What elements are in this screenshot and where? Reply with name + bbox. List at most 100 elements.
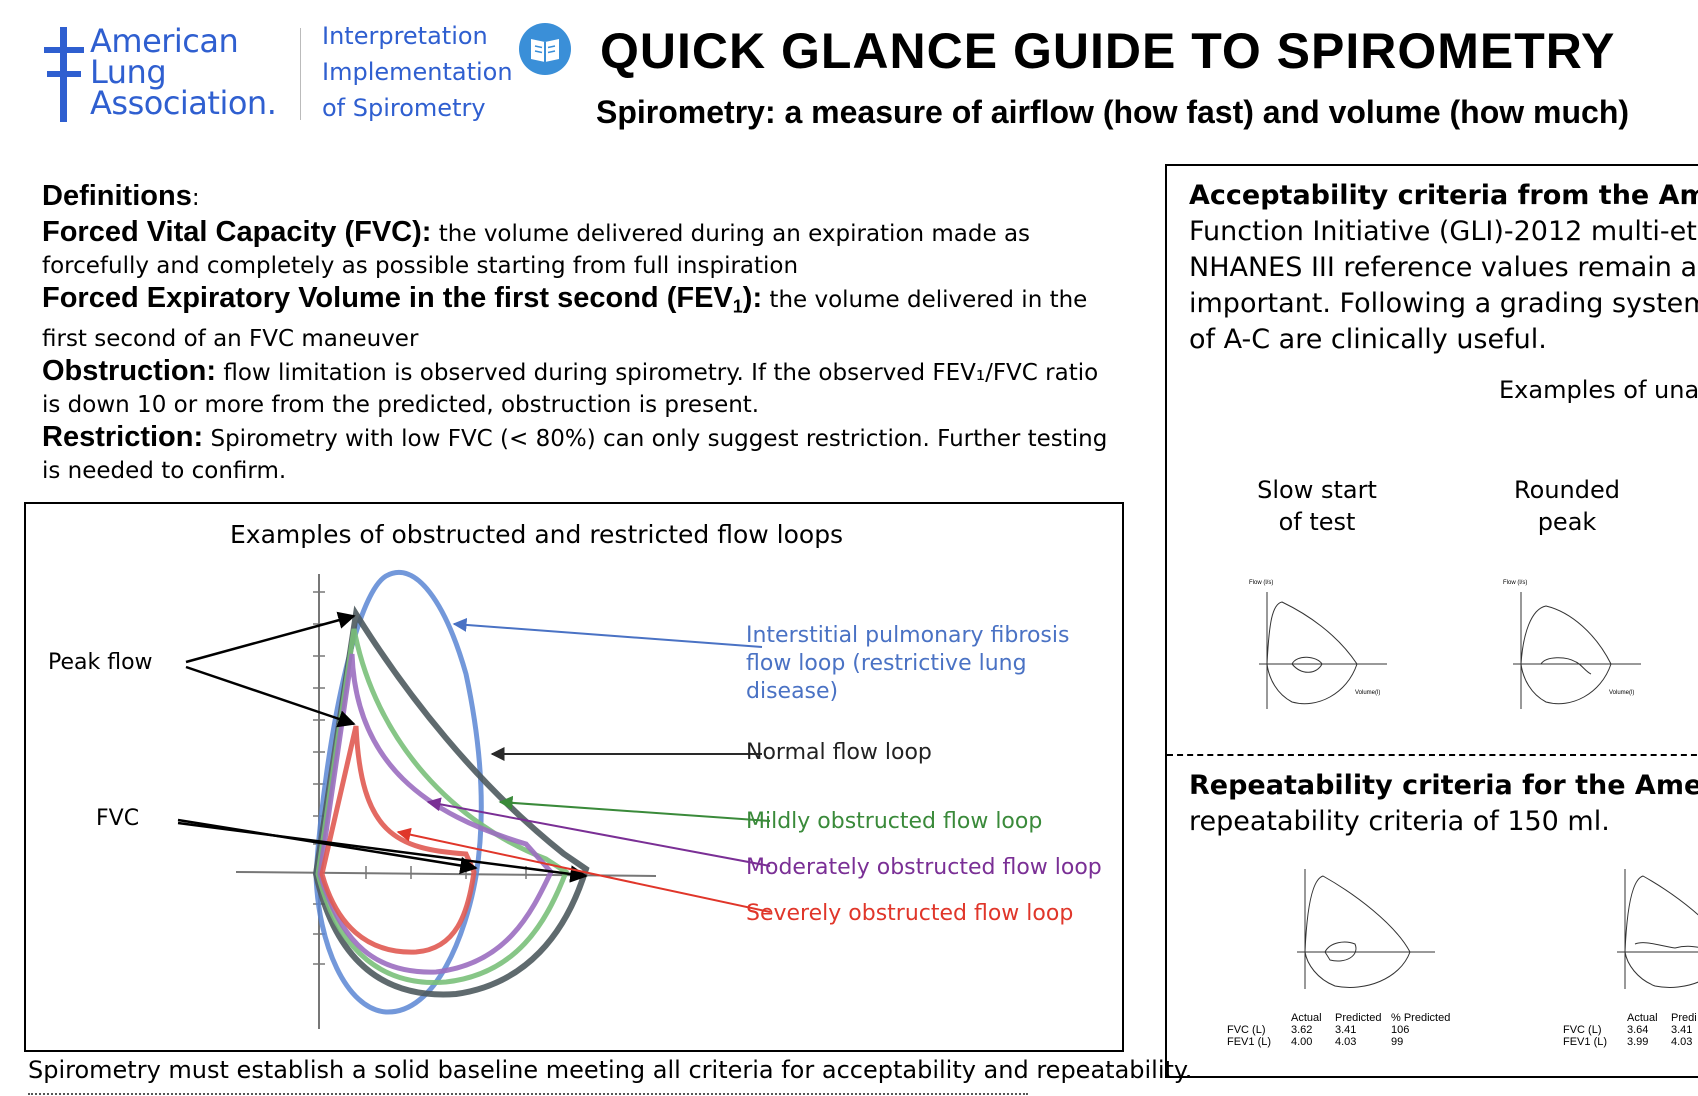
- moderate-obstruction-loop: [317, 653, 554, 975]
- severe-obstruction-loop: [319, 725, 477, 955]
- t2-fvc-actual: 3.64: [1627, 1024, 1649, 1036]
- obstruction-term: Obstruction: [42, 354, 207, 387]
- definitions-heading: Definitions: [42, 180, 192, 212]
- rounded-peak-flow-label: Flow (l/s): [1503, 580, 1528, 586]
- slow-start-flow-label: Flow (l/s): [1249, 580, 1274, 586]
- acceptability-line2: Function Initiative (GLI)-2012 multi-eth…: [1189, 216, 1698, 247]
- slow-start-line2: of test: [1278, 508, 1356, 536]
- definitions-section: Definitions: Forced Vital Capacity (FVC)…: [42, 178, 1122, 487]
- criteria-panel: Acceptability criteria from the Americ F…: [1165, 164, 1698, 1078]
- legend-restrictive-line1: Interstitial pulmonary fibrosis: [746, 623, 1070, 648]
- legend-restrictive-line3: disease): [746, 679, 839, 704]
- t1-row-fev1-label: FEV1 (L): [1227, 1036, 1272, 1048]
- acceptability-text: Acceptability criteria from the Americ F…: [1189, 178, 1698, 358]
- slow-start-graph: [1259, 592, 1387, 709]
- t1-fev1-actual: 4.00: [1291, 1036, 1313, 1048]
- rounded-peak-volume-label: Volume(l): [1609, 690, 1635, 696]
- program-name: Interpretation Implementation of Spirome…: [322, 18, 513, 126]
- t1-header-pct: % Predicted: [1391, 1012, 1451, 1024]
- acceptability-line3: NHANES III reference values remain appr: [1189, 252, 1698, 283]
- fvc-arrow-1: [177, 818, 478, 875]
- repeatability-text: Repeatability criteria for the American …: [1189, 768, 1698, 840]
- slow-start-label: Slow start of test: [1247, 474, 1387, 538]
- peak-flow-label: Peak flow: [48, 650, 153, 675]
- fvc-term: Forced Vital Capacity (FVC): [42, 216, 422, 248]
- rounded-peak-line2: peak: [1537, 508, 1597, 536]
- repeatability-table-2: Actual Predi FVC (L) 3.64 3.41 FEV1 (L) …: [1563, 1012, 1698, 1048]
- legend-restrictive: Interstitial pulmonary fibrosis flow loo…: [746, 622, 1069, 706]
- t2-header-actual: Actual: [1627, 1012, 1658, 1024]
- t1-fvc-pct: 106: [1391, 1024, 1410, 1036]
- t2-header-predicted: Predi: [1671, 1012, 1697, 1024]
- t1-header-actual: Actual: [1291, 1012, 1322, 1024]
- ala-logo: American Lung Association.: [40, 22, 300, 122]
- repeatability-line2: repeatability criteria of 150 ml.: [1189, 806, 1610, 837]
- peak-flow-arrow-1: [185, 611, 356, 664]
- flow-loops-panel: Examples of obstructed and restricted fl…: [24, 502, 1124, 1052]
- legend-normal: Normal flow loop: [746, 740, 932, 765]
- definitions-colon: :: [191, 185, 200, 211]
- flow-loops-title: Examples of obstructed and restricted fl…: [230, 520, 844, 549]
- t1-row-fvc-label: FVC (L): [1227, 1024, 1266, 1036]
- program-line3: of Spirometry: [322, 94, 486, 122]
- t2-fev1-actual: 3.99: [1627, 1036, 1649, 1048]
- repeatability-graph-2: [1617, 869, 1698, 989]
- restriction-definition: Spirometry with low FVC (< 80%) can only…: [42, 425, 1108, 484]
- legend-severe: Severely obstructed flow loop: [746, 901, 1074, 926]
- fev1-term: Forced Expiratory Volume in the first se…: [42, 282, 733, 314]
- fev1-close: ):: [742, 282, 763, 314]
- program-line1: Interpretation: [322, 22, 488, 50]
- moderate-pointer: [426, 797, 771, 867]
- severe-pointer: [396, 827, 771, 913]
- header-divider: [300, 28, 301, 120]
- book-icon: [519, 23, 571, 75]
- t1-fvc-actual: 3.62: [1291, 1024, 1313, 1036]
- restrictive-loop: [313, 569, 484, 1015]
- footer-cut-line: [28, 1088, 1118, 1096]
- t2-row-fvc-label: FVC (L): [1563, 1024, 1602, 1036]
- fvc-label: FVC: [96, 806, 140, 831]
- section-divider: [1167, 754, 1698, 756]
- t2-fvc-predicted: 3.41: [1671, 1024, 1693, 1036]
- fvc-colon: :: [421, 216, 432, 248]
- mild-obstruction-loop: [315, 628, 570, 985]
- page-title: QUICK GLANCE GUIDE TO SPIROMETRY: [600, 23, 1616, 79]
- normal-loop: [312, 605, 590, 998]
- t2-row-fev1-label: FEV1 (L): [1563, 1036, 1608, 1048]
- rounded-peak-graph: [1513, 592, 1641, 709]
- baseline-note: Spirometry must establish a solid baseli…: [28, 1056, 1193, 1084]
- t2-fev1-predicted: 4.03: [1671, 1036, 1693, 1048]
- t1-fev1-predicted: 4.03: [1335, 1036, 1357, 1048]
- org-name-line3: Association.: [90, 84, 277, 122]
- fev1-subscript: 1: [732, 296, 743, 317]
- program-line2: Implementation: [322, 58, 513, 86]
- legend-restrictive-line2: flow loop (restrictive lung: [746, 651, 1027, 676]
- repeatability-heading: Repeatability criteria for the American: [1189, 770, 1698, 801]
- lung-cross-icon: [44, 27, 84, 122]
- obstruction-definition: flow limitation is observed during spiro…: [42, 359, 1099, 418]
- acceptability-heading: Acceptability criteria from the Americ: [1189, 180, 1698, 211]
- repeatability-table-1: Actual Predicted % Predicted FVC (L) 3.6…: [1227, 1012, 1457, 1048]
- rounded-peak-label: Rounded peak: [1507, 474, 1627, 538]
- legend-moderate: Moderately obstructed flow loop: [746, 855, 1102, 880]
- mild-pointer: [498, 795, 771, 822]
- fvc-definition: the volume delivered during an expiratio…: [42, 221, 1031, 279]
- flow-loops-diagram: [177, 569, 771, 1029]
- t1-fev1-pct: 99: [1391, 1036, 1404, 1048]
- slow-start-line1: Slow start: [1257, 476, 1377, 504]
- t1-fvc-predicted: 3.41: [1335, 1024, 1357, 1036]
- fev1-definition: the volume delivered in the first second…: [42, 287, 1088, 352]
- repeatability-graph-1: [1297, 869, 1435, 989]
- restriction-term: Restriction: [42, 420, 194, 453]
- peak-flow-arrow-2: [185, 665, 356, 728]
- restriction-colon: :: [193, 420, 204, 453]
- legend-mild: Mildly obstructed flow loop: [746, 809, 1043, 834]
- slow-start-volume-label: Volume(l): [1355, 690, 1381, 696]
- t1-header-predicted: Predicted: [1335, 1012, 1382, 1024]
- rounded-peak-line1: Rounded: [1514, 476, 1620, 504]
- org-name-line1: American: [90, 22, 239, 60]
- restrictive-pointer: [452, 617, 763, 648]
- axes: [235, 574, 657, 1029]
- page-subtitle: Spirometry: a measure of airflow (how fa…: [596, 94, 1630, 130]
- fvc-arrow-2: [177, 821, 588, 883]
